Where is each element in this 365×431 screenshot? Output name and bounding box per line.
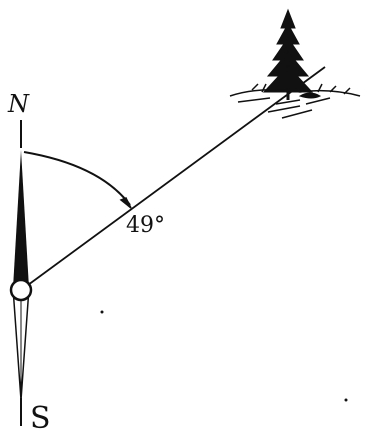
tree-icon xyxy=(229,8,361,119)
scan-speck xyxy=(100,310,104,314)
bearing-line xyxy=(27,66,326,286)
angle-arrowhead xyxy=(119,197,132,209)
angle-label: 49° xyxy=(126,213,165,238)
south-label: S xyxy=(30,401,51,431)
angle-arc xyxy=(23,151,131,206)
scan-speck xyxy=(344,398,348,402)
compass-needle xyxy=(9,150,33,401)
needle-pivot xyxy=(9,278,33,302)
needle-north-half xyxy=(13,150,29,288)
north-label: N xyxy=(7,90,30,118)
